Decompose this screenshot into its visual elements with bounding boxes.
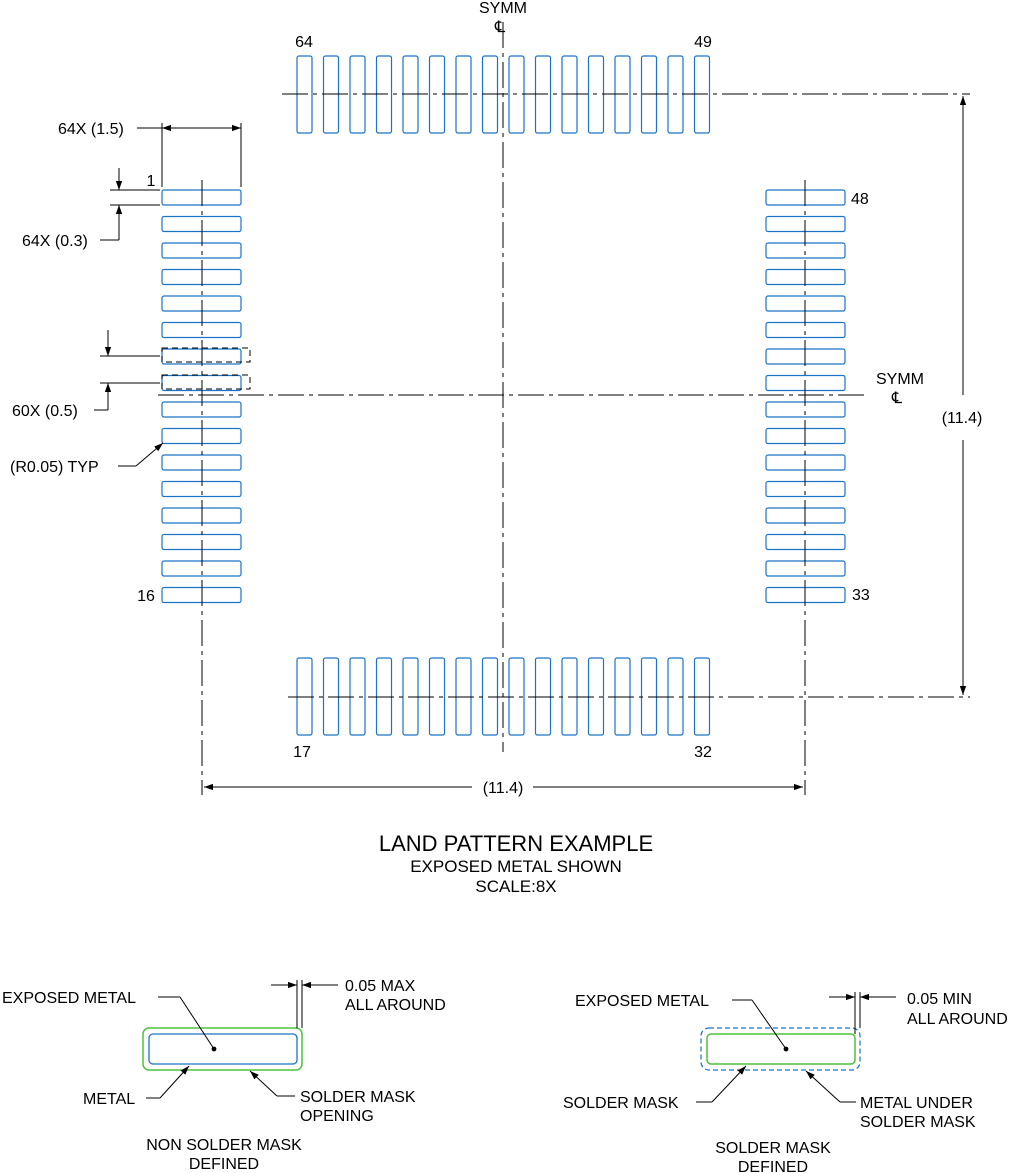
- smd-solder-mask-opening: [706, 1033, 856, 1065]
- pitch-label: 60X (0.5): [12, 403, 78, 420]
- smd-caption-line2: DEFINED: [738, 1159, 808, 1173]
- symm-label-right: SYMM: [876, 371, 924, 388]
- centerlines: [158, 22, 970, 795]
- corner-radius-callout: (R0.05) TYP: [10, 442, 164, 476]
- pitch-dimension: 60X (0.5): [12, 330, 251, 420]
- pad-width-dimension: 64X (0.3): [22, 168, 160, 250]
- smd-metal-under-line2: SOLDER MASK: [860, 1114, 976, 1131]
- centerline-symbol-top: ℄: [494, 19, 506, 36]
- horizontal-span-label: (11.4): [483, 780, 524, 797]
- drawing-title: LAND PATTERN EXAMPLE: [379, 831, 653, 856]
- pin-17-label: 17: [293, 744, 311, 761]
- symm-label-top: SYMM: [479, 0, 527, 17]
- horizontal-span-dimension: (11.4): [204, 780, 803, 797]
- pin-48-label: 48: [851, 191, 869, 208]
- smd-clearance-line1: 0.05 MIN: [907, 991, 972, 1008]
- pin-49-label: 49: [694, 34, 712, 51]
- centerline-symbol-right: ℄: [891, 390, 903, 407]
- pin-16-label: 16: [137, 588, 155, 605]
- nsmd-metal-pad: [148, 1033, 298, 1065]
- vertical-span-label: (11.4): [942, 410, 983, 427]
- nsmd-clearance-line2: ALL AROUND: [345, 997, 446, 1014]
- pin-32-label: 32: [694, 744, 712, 761]
- nsmd-mask-opening-line2: OPENING: [300, 1108, 374, 1125]
- vertical-span-dimension: (11.4): [942, 96, 983, 695]
- pad-length-dimension: 64X (1.5): [58, 121, 242, 187]
- drawing-subtitle: EXPOSED METAL SHOWN: [410, 857, 622, 876]
- nsmd-exposed-metal-label: EXPOSED METAL: [2, 990, 136, 1007]
- nsmd-caption-line1: NON SOLDER MASK: [146, 1137, 302, 1154]
- pin-33-label: 33: [852, 587, 870, 604]
- smd-detail: 0.05 MIN ALL AROUND EXPOSED METAL SOLDER…: [563, 991, 1008, 1173]
- nsmd-caption-line2: DEFINED: [189, 1156, 259, 1173]
- smd-metal-under-mask: [700, 1027, 861, 1071]
- smd-metal-under-line1: METAL UNDER: [860, 1095, 973, 1112]
- nsmd-solder-mask-opening: [142, 1027, 303, 1071]
- pad-width-label: 64X (0.3): [22, 233, 88, 250]
- pad-length-label: 64X (1.5): [58, 121, 124, 138]
- smd-solder-mask-label: SOLDER MASK: [563, 1095, 679, 1112]
- pin-1-label: 1: [147, 173, 156, 190]
- corner-radius-label: (R0.05) TYP: [10, 459, 99, 476]
- pin-64-label: 64: [295, 34, 313, 51]
- smd-caption-line1: SOLDER MASK: [715, 1140, 831, 1157]
- smd-clearance-line2: ALL AROUND: [907, 1011, 1008, 1028]
- nsmd-metal-label: METAL: [83, 1091, 135, 1108]
- nsmd-detail: 0.05 MAX ALL AROUND EXPOSED METAL METAL …: [2, 978, 446, 1173]
- nsmd-mask-opening-line1: SOLDER MASK: [300, 1089, 416, 1106]
- smd-exposed-metal-label: EXPOSED METAL: [575, 993, 709, 1010]
- nsmd-clearance-line1: 0.05 MAX: [345, 978, 416, 995]
- drawing-scale: SCALE:8X: [475, 877, 556, 896]
